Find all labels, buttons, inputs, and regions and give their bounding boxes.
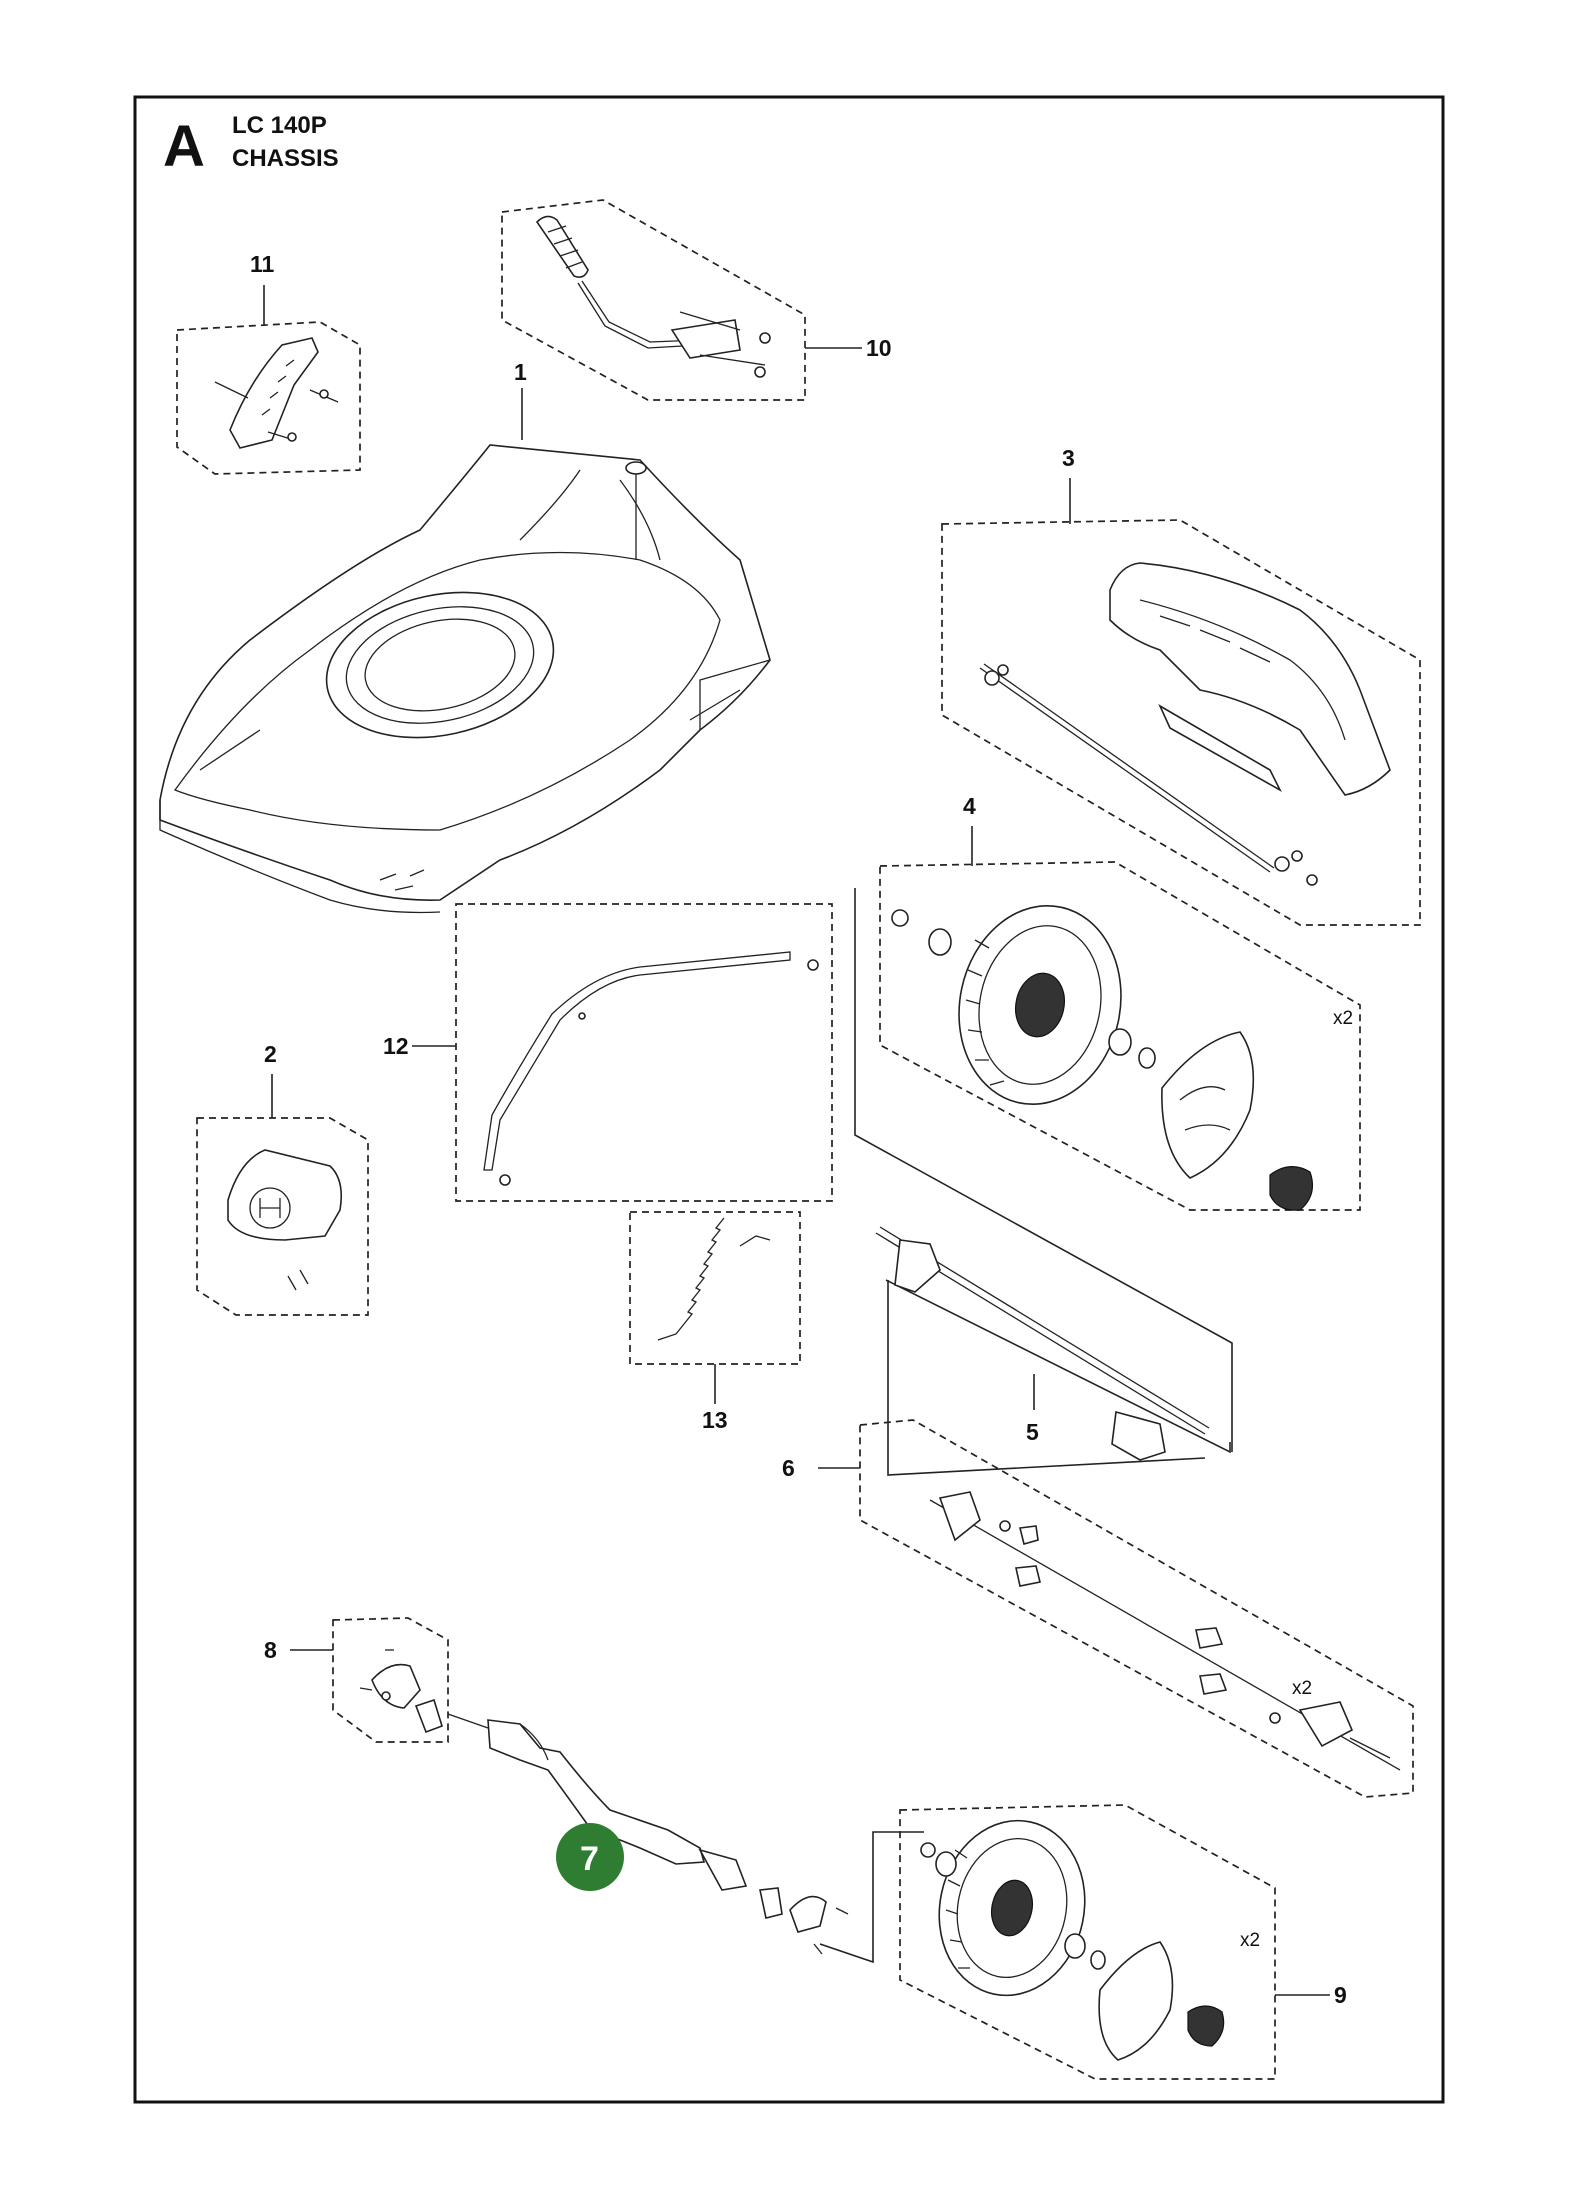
part-4-front-wheel-assembly bbox=[879, 861, 1361, 1211]
part-1-mower-deck bbox=[159, 444, 771, 914]
qty-label-rear-wheel: x2 bbox=[1240, 1930, 1260, 1951]
part-11-height-bracket bbox=[176, 321, 361, 475]
part-13-spring bbox=[629, 1211, 801, 1365]
section-letter: A bbox=[163, 114, 205, 179]
part-5-rear-axle bbox=[875, 1226, 1231, 1476]
part-6-axle-bracket-set bbox=[859, 1419, 1414, 1798]
part-12-spring-rod bbox=[455, 903, 833, 1202]
part-7-front-axle bbox=[447, 1713, 924, 1964]
part-label-7[interactable]: 7 bbox=[580, 1840, 599, 1878]
part-label-1[interactable]: 1 bbox=[514, 359, 527, 385]
qty-label-axle: x2 bbox=[1292, 1678, 1312, 1699]
part-label-13[interactable]: 13 bbox=[702, 1407, 728, 1433]
part-2-badge bbox=[196, 1117, 369, 1316]
part-label-3[interactable]: 3 bbox=[1062, 445, 1075, 471]
part-label-6[interactable]: 6 bbox=[782, 1455, 795, 1481]
diagram-title: CHASSIS bbox=[232, 145, 339, 172]
part-label-4[interactable]: 4 bbox=[963, 793, 976, 819]
part-label-9[interactable]: 9 bbox=[1334, 1982, 1347, 2008]
part-10-adjust-lever bbox=[501, 199, 806, 401]
part-9-rear-wheel-assembly bbox=[899, 1804, 1276, 2080]
part-label-5[interactable]: 5 bbox=[1026, 1419, 1039, 1445]
model-name: LC 140P bbox=[232, 112, 327, 139]
page-frame bbox=[133, 95, 1445, 2104]
part-label-11[interactable]: 11 bbox=[250, 251, 275, 277]
highlight-badge-7[interactable] bbox=[556, 1823, 624, 1891]
part-label-10[interactable]: 10 bbox=[866, 335, 892, 361]
part-3-rear-cover bbox=[941, 519, 1421, 926]
part-8-small-bracket bbox=[332, 1617, 449, 1743]
qty-label-front-wheel: x2 bbox=[1333, 1008, 1353, 1029]
part-label-2[interactable]: 2 bbox=[264, 1041, 277, 1067]
part-label-12[interactable]: 12 bbox=[383, 1033, 409, 1059]
part-label-8[interactable]: 8 bbox=[264, 1637, 277, 1663]
